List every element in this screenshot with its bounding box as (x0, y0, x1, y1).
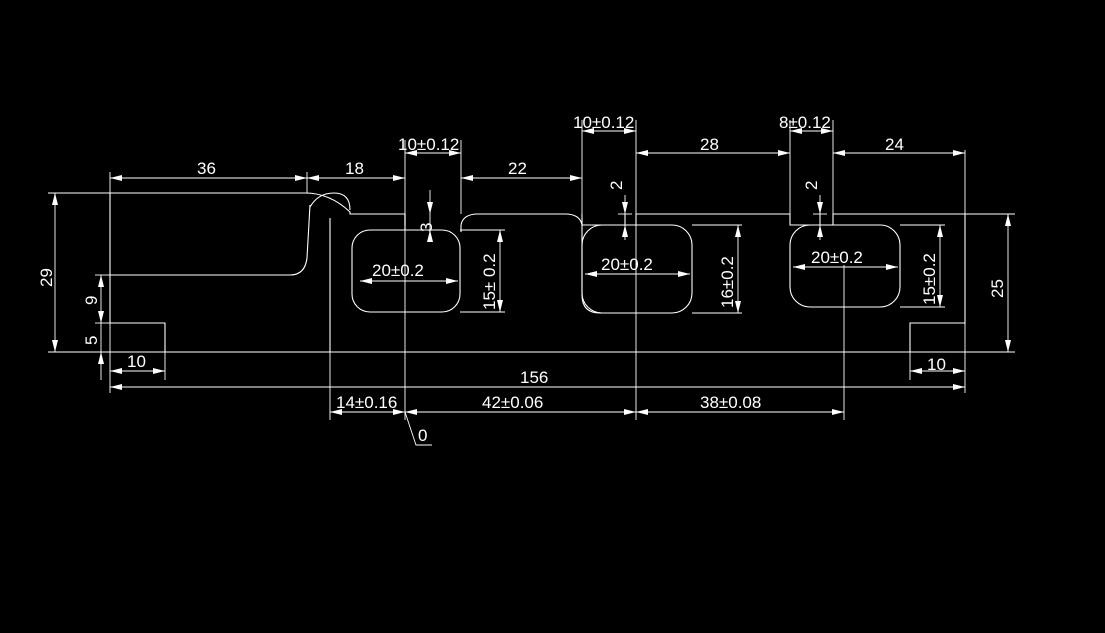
dim-window3-width: 20±0.2 (811, 248, 863, 267)
dim-datum-zero: 0 (418, 426, 427, 445)
dim-slot1-width: 10±0.12 (398, 135, 459, 154)
dim-overall-156: 156 (520, 368, 548, 387)
dim-slot3-depth: 2 (802, 181, 821, 190)
dim-window2-width: 20±0.2 (601, 255, 653, 274)
dim-top-28: 28 (700, 135, 719, 154)
relief-notch (309, 192, 351, 211)
window-3 (789, 224, 901, 308)
dim-window2-height: 16±0.2 (718, 256, 737, 308)
dim-base-42: 42±0.06 (482, 393, 543, 412)
dim-window1-height: 15± 0.2 (480, 253, 499, 310)
dim-window1-width: 20±0.2 (372, 261, 424, 280)
dim-top-22: 22 (508, 159, 527, 178)
dimension-labels: 36 18 10±0.12 22 10±0.12 28 8±0.12 24 2 … (37, 113, 1007, 445)
dim-height-29: 29 (37, 268, 56, 287)
dim-left-foot: 10 (127, 352, 146, 371)
dim-top-24: 24 (885, 135, 904, 154)
dim-base-38: 38±0.08 (700, 393, 761, 412)
dim-left-9: 9 (82, 296, 101, 305)
dim-window3-height: 15±0.2 (920, 253, 939, 305)
dim-right-foot: 10 (927, 355, 946, 374)
dim-slot3-width: 8±0.12 (779, 113, 831, 132)
window-2 (581, 224, 693, 314)
dim-left-5: 5 (82, 336, 101, 345)
dim-slot2-width: 10±0.12 (573, 113, 634, 132)
top-profile (350, 213, 966, 352)
dim-slot2-depth: 2 (607, 181, 626, 190)
window-1 (351, 229, 461, 313)
left-arm-outline (109, 192, 406, 352)
dim-height-25: 25 (988, 279, 1007, 298)
dim-top-36: 36 (197, 159, 216, 178)
dim-slot1-depth: 3 (417, 223, 436, 232)
arrowheads (52, 128, 1011, 415)
dim-top-18: 18 (345, 159, 364, 178)
part-outline (109, 192, 966, 352)
dim-base-14: 14±0.16 (336, 393, 397, 412)
